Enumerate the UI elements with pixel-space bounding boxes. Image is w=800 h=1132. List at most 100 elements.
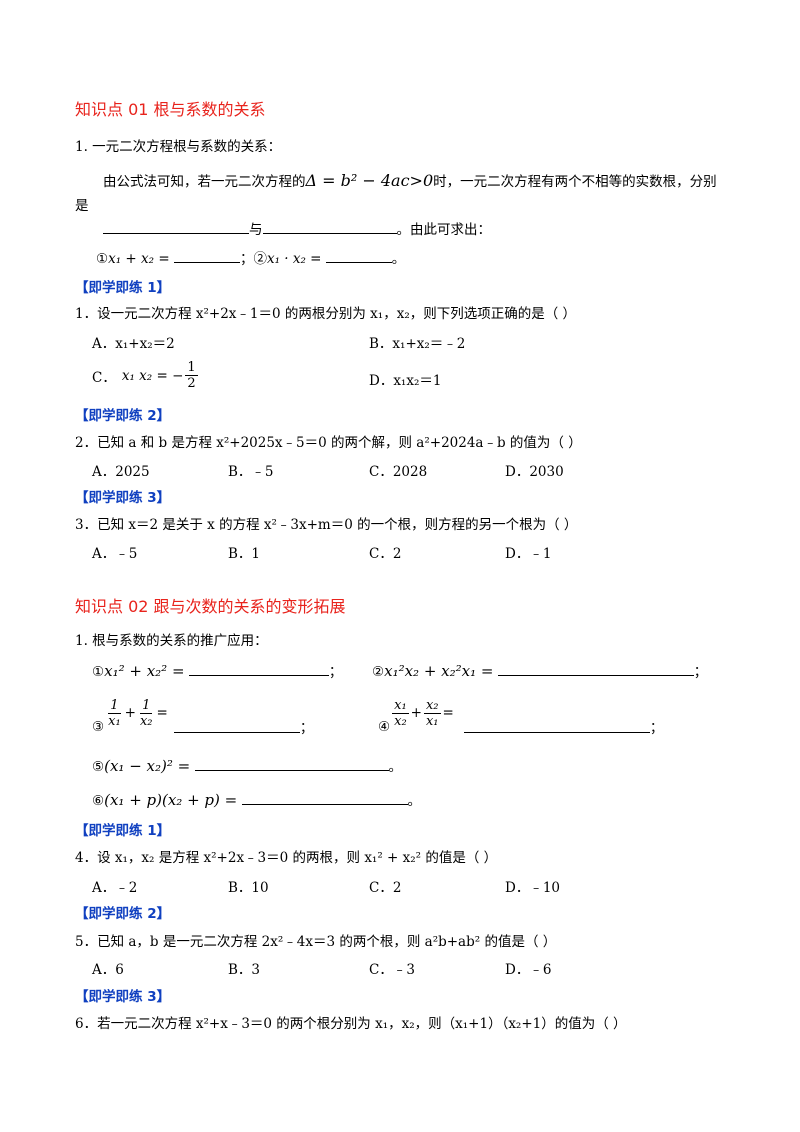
question-3-option-d[interactable]: D．﹣1 bbox=[505, 546, 552, 562]
blank-formula-6[interactable] bbox=[241, 791, 408, 805]
question-2-option-d[interactable]: D．2030 bbox=[505, 464, 564, 480]
question-2-option-b[interactable]: B．﹣5 bbox=[228, 464, 274, 480]
product-formula: x₁ · x₂ = bbox=[266, 251, 322, 267]
numerator: 1 bbox=[140, 697, 153, 714]
formula-5-expr: (x₁ − x₂)² = bbox=[104, 757, 191, 775]
section-1-title: 知识点 01 根与系数的关系 bbox=[75, 100, 266, 119]
question-5-option-d[interactable]: D．﹣6 bbox=[505, 962, 552, 978]
question-5-option-b[interactable]: B．3 bbox=[228, 962, 261, 978]
blank-formula-1[interactable] bbox=[188, 662, 329, 676]
denominator: x₁ bbox=[425, 713, 439, 729]
question-1-option-a[interactable]: A．x₁+x₂＝2 bbox=[92, 336, 175, 352]
formula-1: ①x₁² + x₂² = ； bbox=[92, 660, 342, 680]
semicolon: ； bbox=[649, 720, 664, 736]
question-6-stem: 6．若一元二次方程 x²+x﹣3＝0 的两个根分别为 x₁，x₂，则（x₁+1）… bbox=[75, 1016, 627, 1032]
question-1-option-d[interactable]: D．x₁x₂＝1 bbox=[369, 373, 442, 389]
circle-2: ② bbox=[372, 664, 385, 680]
blank-formula-5[interactable] bbox=[194, 757, 389, 771]
separator: ；② bbox=[239, 251, 267, 267]
circle-5: ⑤ bbox=[92, 759, 105, 775]
section-2-title: 知识点 02 跟与次数的关系的变形拓展 bbox=[75, 597, 346, 616]
question-2-option-a[interactable]: A．2025 bbox=[92, 464, 150, 480]
blank-sum[interactable] bbox=[173, 249, 240, 263]
practice-2-heading: 【即学即练 2】 bbox=[75, 408, 171, 424]
and-text: 与 bbox=[249, 222, 263, 238]
denominator: x₁ bbox=[108, 713, 121, 729]
question-4-option-d[interactable]: D．﹣10 bbox=[505, 880, 561, 896]
paragraph-text-d: 。由此可求出： bbox=[396, 222, 492, 238]
semicolon: ； bbox=[299, 720, 314, 736]
circle-6: ⑥ bbox=[92, 793, 105, 809]
equals-sign: = bbox=[442, 705, 454, 721]
question-5-option-c[interactable]: C．﹣3 bbox=[369, 962, 415, 978]
question-1-option-b[interactable]: B．x₁+x₂＝﹣2 bbox=[369, 336, 466, 352]
blank-product[interactable] bbox=[325, 249, 392, 263]
formula-2: ②x₁²x₂ + x₂²x₁ = ； bbox=[372, 660, 707, 680]
question-1-stem: 1．设一元二次方程 x²+2x﹣1＝0 的两根分别为 x₁，x₂，则下列选项正确… bbox=[75, 306, 577, 322]
question-3-stem: 3．已知 x＝2 是关于 x 的方程 x²﹣3x+m＝0 的一个根，则方程的另一… bbox=[75, 517, 578, 533]
practice-2-heading-2: 【即学即练 2】 bbox=[75, 906, 171, 922]
formula-5: ⑤(x₁ − x₂)² = 。 bbox=[92, 755, 402, 775]
practice-3-heading-2: 【即学即练 3】 bbox=[75, 989, 171, 1005]
option-c-expr: x₁ x₂ = − bbox=[121, 367, 184, 384]
practice-1-heading-2: 【即学即练 1】 bbox=[75, 823, 171, 839]
semicolon: ； bbox=[328, 664, 343, 680]
plus-sign: + bbox=[124, 705, 136, 721]
numerator: x₁ bbox=[392, 697, 409, 714]
blank-root-2[interactable] bbox=[262, 220, 397, 234]
fraction-numerator: 1 bbox=[185, 360, 198, 376]
end-mark: 。 bbox=[407, 793, 422, 809]
equals-sign: = bbox=[156, 705, 168, 721]
question-4-stem: 4．设 x₁，x₂ 是方程 x²+2x﹣3＝0 的两根，则 x₁² + x₂² … bbox=[75, 850, 498, 866]
question-3-option-b[interactable]: B．1 bbox=[228, 546, 261, 562]
question-3-option-c[interactable]: C．2 bbox=[369, 546, 402, 562]
circle-3: ③ bbox=[92, 719, 105, 735]
question-3-option-a[interactable]: A．﹣5 bbox=[92, 546, 138, 562]
formula-1-expr: x₁² + x₂² = bbox=[104, 662, 185, 680]
paragraph-line-1: 由公式法可知，若一元二次方程的Δ = b² − 4ac>0时，一元二次方程有两个… bbox=[103, 170, 717, 190]
circle-4: ④ bbox=[378, 719, 391, 735]
paragraph-text-a: 由公式法可知，若一元二次方程的 bbox=[103, 174, 306, 190]
section-1-item-1: 1. 一元二次方程根与系数的关系： bbox=[75, 139, 282, 155]
blank-root-1[interactable] bbox=[103, 220, 249, 234]
formula-2-expr: x₁²x₂ + x₂²x₁ = bbox=[384, 662, 494, 680]
plus-sign: + bbox=[410, 705, 422, 721]
question-2-stem: 2．已知 a 和 b 是方程 x²+2025x﹣5＝0 的两个解，则 a²+20… bbox=[75, 435, 582, 451]
blank-formula-3[interactable] bbox=[173, 719, 300, 733]
formula-6-expr: (x₁ + p)(x₂ + p) = bbox=[104, 791, 238, 809]
section-2-item-1: 1. 根与系数的关系的推广应用： bbox=[75, 633, 268, 649]
paragraph-line-3: 与 。由此可求出： bbox=[103, 218, 491, 238]
question-4-option-a[interactable]: A．﹣2 bbox=[92, 880, 138, 896]
formula-line: ①x₁ + x₂ = ；②x₁ · x₂ = 。 bbox=[96, 247, 405, 267]
blank-formula-2[interactable] bbox=[497, 662, 694, 676]
numerator: x₂ bbox=[423, 697, 441, 714]
practice-3-heading: 【即学即练 3】 bbox=[75, 490, 171, 506]
option-c-label: C． bbox=[92, 369, 116, 386]
paragraph-line-2: 是 bbox=[75, 198, 89, 214]
semicolon: ； bbox=[693, 664, 708, 680]
circle-1: ① bbox=[96, 251, 109, 267]
circle-1: ① bbox=[92, 664, 105, 680]
denominator: x₂ bbox=[139, 713, 153, 729]
formula-6: ⑥(x₁ + p)(x₂ + p) = 。 bbox=[92, 789, 421, 809]
question-4-option-c[interactable]: C．2 bbox=[369, 880, 402, 896]
end-mark: 。 bbox=[388, 759, 403, 775]
question-5-option-a[interactable]: A．6 bbox=[92, 962, 124, 978]
question-5-stem: 5．已知 a，b 是一元二次方程 2x²﹣4x＝3 的两个根，则 a²b+ab²… bbox=[75, 934, 557, 950]
blank-formula-4[interactable] bbox=[463, 719, 650, 733]
question-2-option-c[interactable]: C．2028 bbox=[369, 464, 428, 480]
numerator: 1 bbox=[108, 697, 121, 714]
sum-formula: x₁ + x₂ = bbox=[108, 251, 170, 267]
practice-1-heading: 【即学即练 1】 bbox=[75, 280, 171, 296]
end-mark: 。 bbox=[391, 251, 406, 267]
question-4-option-b[interactable]: B．10 bbox=[228, 880, 269, 896]
discriminant-formula: Δ = b² − 4ac>0 bbox=[305, 171, 434, 190]
